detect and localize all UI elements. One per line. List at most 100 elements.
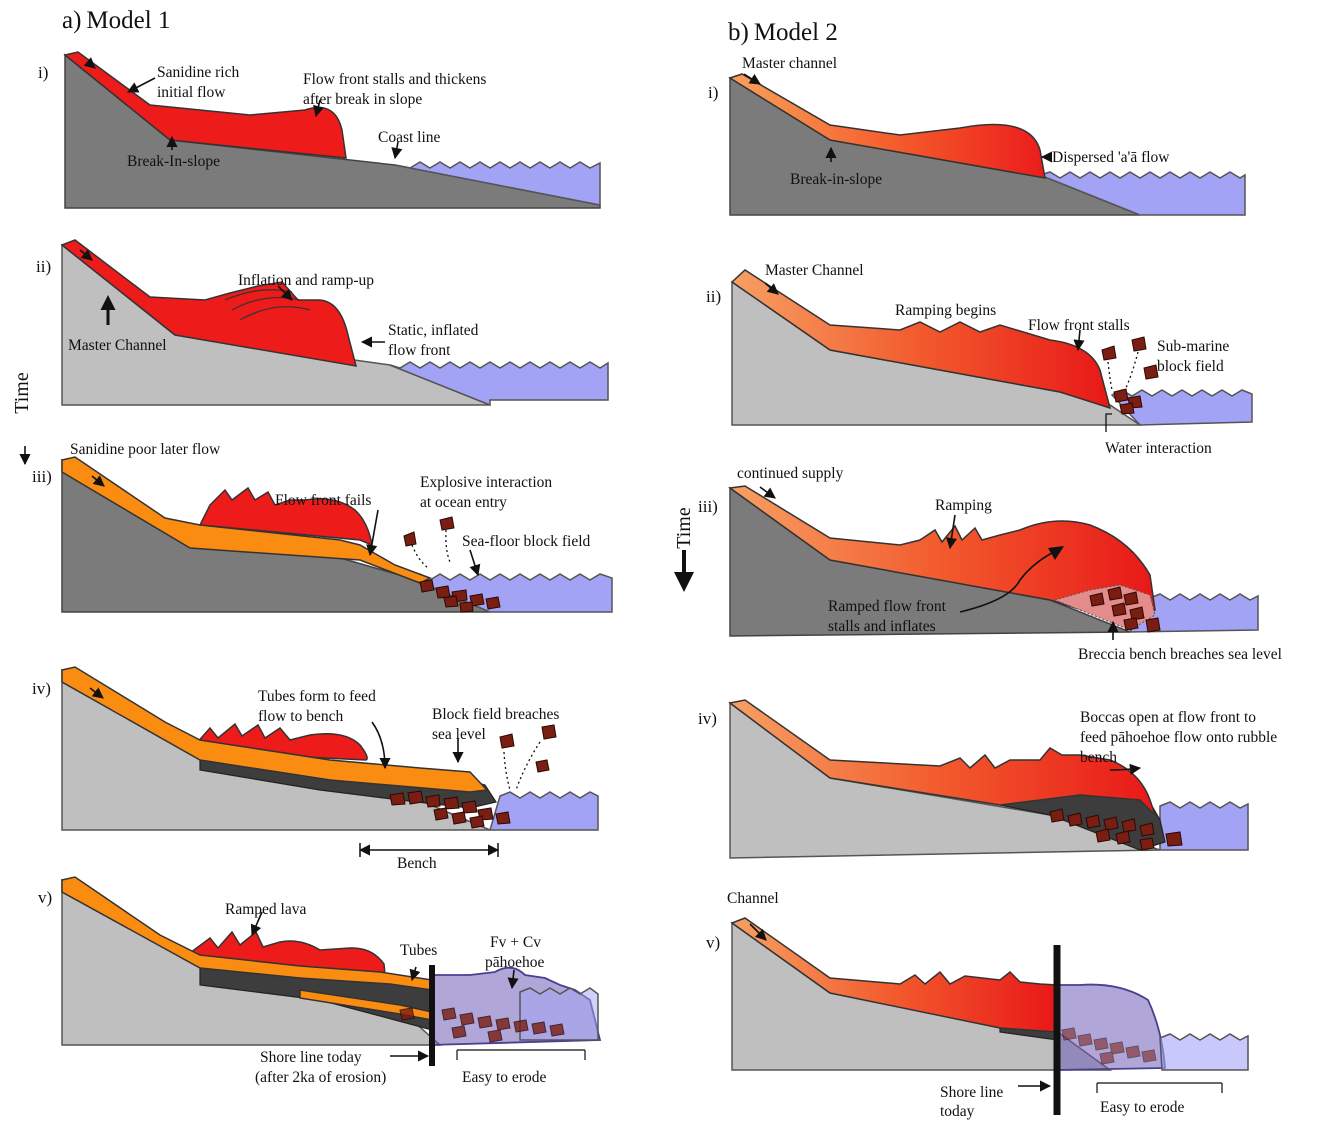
sea xyxy=(394,161,601,206)
sea xyxy=(1037,171,1246,216)
lava-flow xyxy=(730,269,1112,410)
lava-flow xyxy=(63,51,347,159)
stage-a-i: i) Sanidine rich initial flow Flow front… xyxy=(38,51,601,209)
sea xyxy=(1128,593,1259,633)
label-static-2: flow front xyxy=(388,342,451,359)
label-easy-to-erode: Easy to erode xyxy=(1100,1099,1184,1116)
label-fv-2: pāhoehoe xyxy=(485,954,545,971)
sea xyxy=(488,791,599,831)
label-sub-marine-1: Sub-marine xyxy=(1157,338,1229,355)
label-master-channel: Master Channel xyxy=(68,337,167,354)
stage-a-ii: ii) Inflation and ramp-up Master Channel… xyxy=(36,239,609,407)
panel-a-title: a) Model 1 xyxy=(62,7,170,34)
sea xyxy=(1110,389,1253,426)
time-label-a: Time xyxy=(11,372,33,414)
block-field xyxy=(1061,1027,1157,1065)
stage-b-iv: iv) Boccas open at flow front to feed pā… xyxy=(698,699,1277,859)
label-boccas-1: Boccas open at flow front to xyxy=(1080,709,1256,726)
label-shore-2: today xyxy=(940,1103,975,1120)
roman-label: iii) xyxy=(32,467,52,486)
label-sea-floor: Sea-floor block field xyxy=(462,533,591,550)
label-boccas-3: bench xyxy=(1080,749,1117,766)
label-tubes-1: Tubes form to feed xyxy=(258,688,376,705)
label-shore-2: (after 2ka of erosion) xyxy=(255,1069,386,1086)
stage-b-v: v) Channel Shore line today xyxy=(706,890,1249,1120)
panel-b: b) Model 2 Time i) Master channel Disper… xyxy=(673,19,1282,1120)
label-sanidine-poor: Sanidine poor later flow xyxy=(70,441,221,458)
lava-flow xyxy=(730,917,1058,1033)
label-ramping: Ramping xyxy=(935,497,992,514)
roman-label: v) xyxy=(38,888,52,907)
sea xyxy=(389,361,609,407)
label-coast-line: Coast line xyxy=(378,129,441,146)
stage-b-i: i) Master channel Dispersed 'a'ā flow Br… xyxy=(708,55,1246,216)
label-block-2: sea level xyxy=(432,726,486,743)
stage-b-iii: iii) continued supply Ramping Ramped flo… xyxy=(698,465,1282,663)
time-label-b: Time xyxy=(673,507,695,549)
label-initial-flow: initial flow xyxy=(157,84,226,101)
roman-label: i) xyxy=(708,83,718,102)
label-ramping-begins: Ramping begins xyxy=(895,302,996,319)
label-flow-front-1: Flow front stalls and thickens xyxy=(303,71,486,88)
block-field xyxy=(389,724,557,829)
roman-label: i) xyxy=(38,63,48,82)
label-bench: Bench xyxy=(397,855,437,872)
label-inflation: Inflation and ramp-up xyxy=(238,272,374,289)
lava-flow xyxy=(728,699,1156,816)
block-field xyxy=(403,516,501,613)
label-master-channel: Master Channel xyxy=(765,262,864,279)
block-field xyxy=(1089,586,1161,633)
lava-flow xyxy=(60,239,358,367)
block-field xyxy=(1049,808,1183,851)
lava-flow xyxy=(728,485,1156,626)
block-field xyxy=(399,1007,565,1043)
sea xyxy=(408,573,613,613)
label-static-1: Static, inflated xyxy=(388,322,479,339)
label-break-in-slope: Break-In-slope xyxy=(127,153,220,170)
ramped-lava xyxy=(198,486,373,547)
stage-a-iii: iii) Sanidine poor later flow Flow fr xyxy=(32,441,613,613)
orange-flow xyxy=(61,666,489,793)
label-ramped-lava: Ramped lava xyxy=(225,901,306,918)
label-break-in-slope: Break-in-slope xyxy=(790,171,882,188)
sea xyxy=(1159,1033,1249,1071)
label-dispersed: Dispersed 'a'ā flow xyxy=(1052,149,1170,166)
label-tubes: Tubes xyxy=(400,942,437,959)
label-channel: Channel xyxy=(727,890,779,907)
roman-label: iv) xyxy=(698,709,717,728)
label-tubes-2: flow to bench xyxy=(258,708,343,725)
label-boccas-2: feed pāhoehoe flow onto rubble xyxy=(1080,729,1277,746)
panel-b-title: b) Model 2 xyxy=(728,19,838,46)
label-ramped-1: Ramped flow front xyxy=(828,598,947,615)
label-shore-1: Shore line today xyxy=(260,1049,362,1066)
stage-b-ii: ii) Master Channel Ramping begins Flow f… xyxy=(706,262,1253,457)
label-shore-1: Shore line xyxy=(940,1084,1003,1101)
label-sub-marine-2: block field xyxy=(1157,358,1224,375)
roman-label: v) xyxy=(706,933,720,952)
stage-a-iv: iv) xyxy=(32,666,599,872)
orange-flow xyxy=(61,456,432,584)
panel-a: a) Model 1 Time i) Sanidine rich initial… xyxy=(11,7,613,1086)
lava-flow xyxy=(728,73,1046,179)
label-block-1: Block field breaches xyxy=(432,706,559,723)
label-flow-front-2: after break in slope xyxy=(303,91,422,108)
label-explosive-1: Explosive interaction xyxy=(420,474,552,491)
label-water-interaction: Water interaction xyxy=(1105,440,1212,457)
block-field xyxy=(1101,336,1159,415)
label-continued-supply: continued supply xyxy=(737,465,844,482)
roman-label: iii) xyxy=(698,497,718,516)
label-master-channel: Master channel xyxy=(742,55,837,72)
sea xyxy=(1159,801,1249,851)
label-ramped-2: stalls and inflates xyxy=(828,618,936,635)
label-breccia: Breccia bench breaches sea level xyxy=(1078,646,1282,663)
label-easy-to-erode: Easy to erode xyxy=(462,1069,546,1086)
label-flow-front-stalls: Flow front stalls xyxy=(1028,317,1130,334)
roman-label: ii) xyxy=(36,257,51,276)
label-explosive-2: at ocean entry xyxy=(420,494,507,511)
label-flow-front-fails: Flow front fails xyxy=(275,492,371,509)
roman-label: ii) xyxy=(706,287,721,306)
label-fv-1: Fv + Cv xyxy=(490,934,541,951)
stage-a-v: v) xyxy=(38,876,602,1086)
label-sanidine-rich: Sanidine rich xyxy=(157,64,239,81)
